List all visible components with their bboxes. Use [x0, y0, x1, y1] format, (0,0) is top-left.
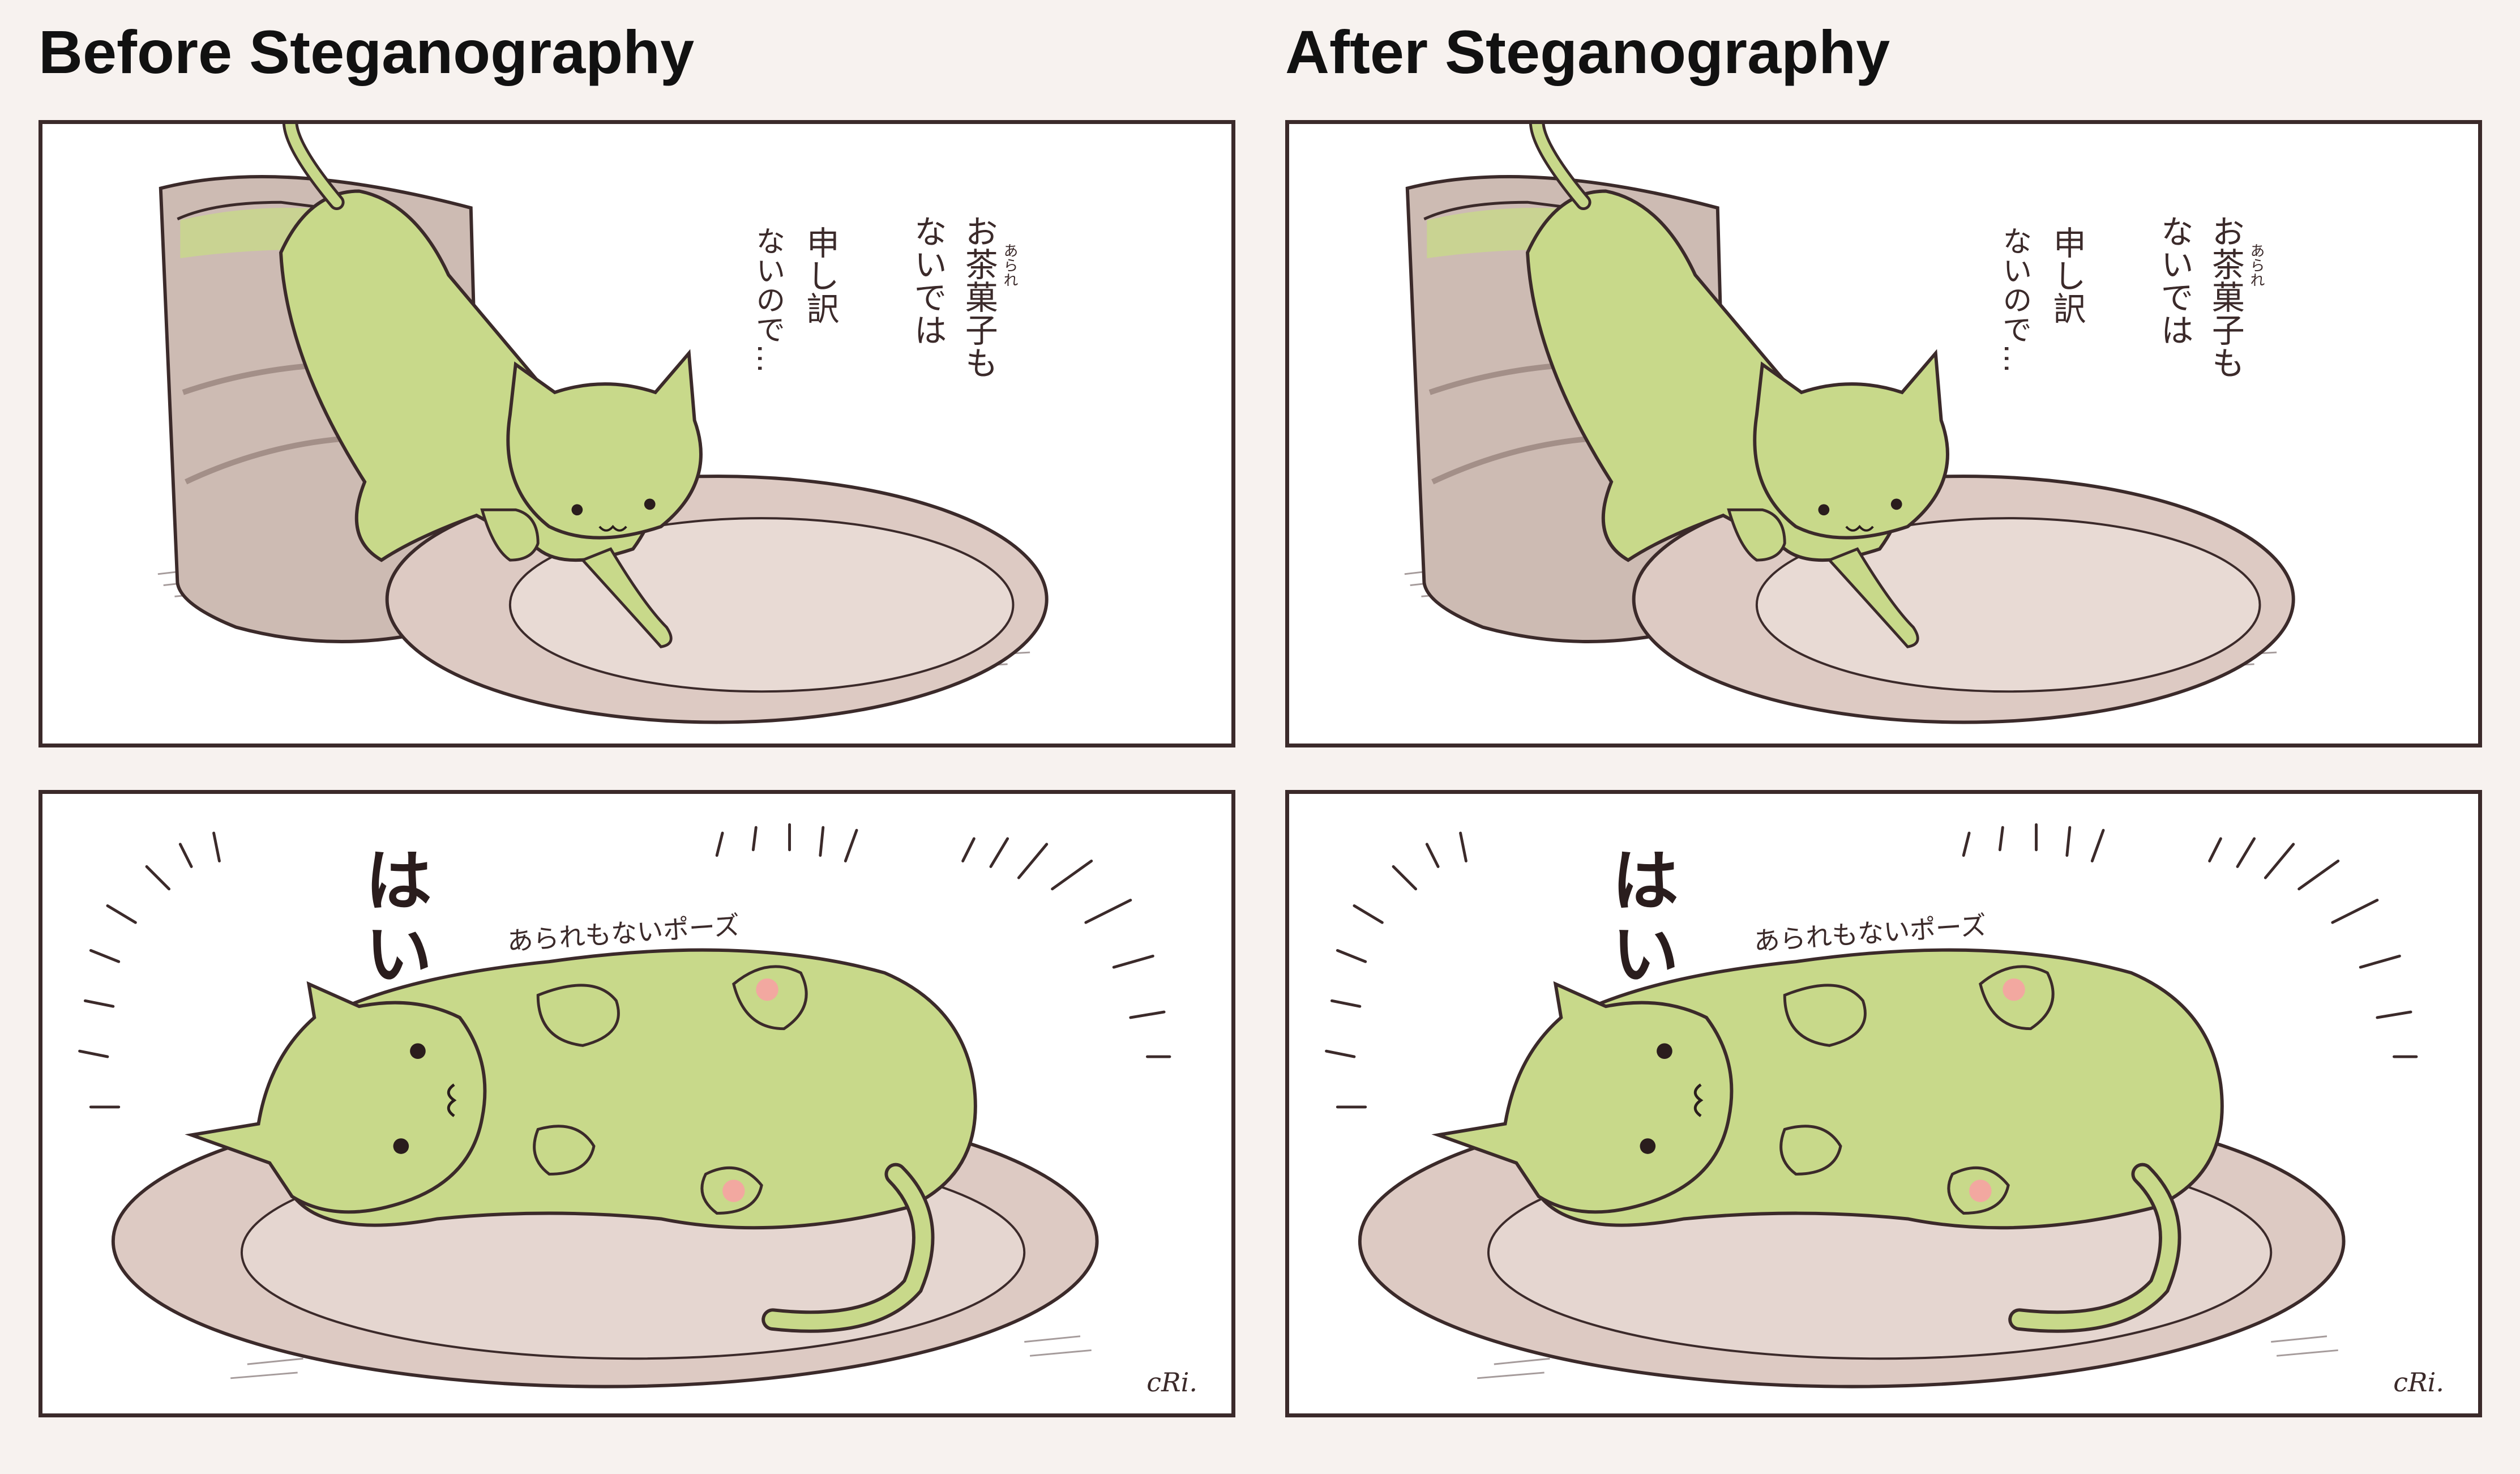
- text-nainode: ないので…: [1997, 226, 2031, 373]
- text-hai: はい: [353, 845, 431, 992]
- after-title: After Steganography: [1285, 18, 1890, 86]
- artist-signature: cRi.: [1146, 1367, 1197, 1398]
- after-panel-top: あられ お茶菓子も ないでは 申し訳 ないので…: [1285, 120, 2482, 747]
- text-moushiwake: 申し訳: [2047, 226, 2086, 324]
- before-title: Before Steganography: [38, 18, 695, 86]
- text-moushiwake: 申し訳: [801, 226, 840, 324]
- text-hai: はい: [1599, 845, 1678, 992]
- after-panel-bottom-art: [1289, 794, 2478, 1413]
- ruby-arare: あられ: [2248, 243, 2265, 287]
- after-panel-top-art: [1289, 124, 2478, 744]
- text-naidewa: ないでは: [2155, 215, 2194, 346]
- before-panel-top: あられ お茶菓子も ないでは 申し訳 ないので…: [38, 120, 1235, 747]
- text-ochagashi: お茶菓子も: [2206, 215, 2245, 379]
- artist-signature: cRi.: [2393, 1367, 2444, 1398]
- before-panel-bottom: はい あられもないポーズ cRi.: [38, 790, 1235, 1417]
- ruby-arare: あられ: [1001, 243, 1018, 287]
- after-panel-bottom: はい あられもないポーズ cRi.: [1285, 790, 2482, 1417]
- text-ochagashi: お茶菓子も: [959, 215, 998, 379]
- text-naidewa: ないでは: [908, 215, 947, 346]
- before-panel-bottom-art: [42, 794, 1231, 1413]
- before-panel-top-art: [42, 124, 1231, 744]
- text-nainode: ないので…: [750, 226, 785, 373]
